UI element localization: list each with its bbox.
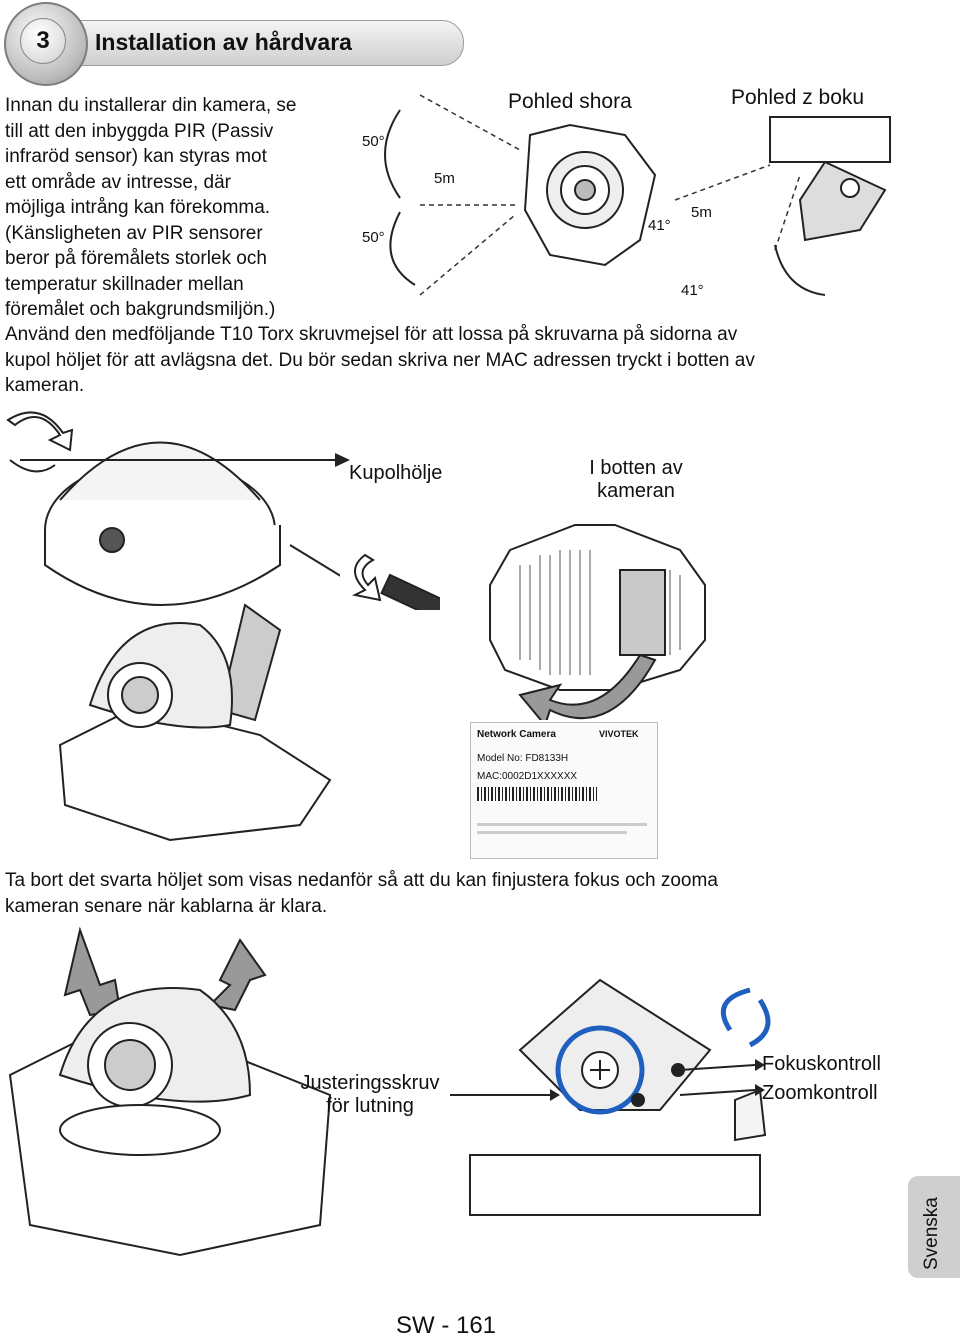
intro-line: möjliga intrång kan förekomma. xyxy=(5,197,271,218)
tilt-screw-label: Justeringsskruv för lutning xyxy=(290,1072,450,1118)
side-view-label: Pohled z boku xyxy=(731,86,864,109)
tilt-screw-pointer xyxy=(450,1089,560,1101)
dome-removal-illustration xyxy=(6,411,340,842)
camera-bottom-label-line-1: I botten av xyxy=(589,457,683,479)
instruction-paragraph-1: Använd den medföljande T10 Torx skruvmej… xyxy=(5,322,905,399)
up-arrow-icon xyxy=(207,938,267,1012)
camera-bottom-illustration xyxy=(489,524,706,720)
intro-line: infraröd sensor) kan styras mot xyxy=(5,146,267,167)
angle-bottom-label: 50° xyxy=(362,229,385,246)
mac-label-brand: VIVOTEK xyxy=(599,729,639,739)
intro-line: temperatur skillnader mellan xyxy=(5,273,244,295)
angle-arc-bottom xyxy=(389,211,416,286)
focus-zoom-illustration xyxy=(469,978,771,1216)
instruction-paragraph-2: Ta bort det svarta höljet som visas neda… xyxy=(5,868,905,919)
barcode xyxy=(477,787,597,801)
top-view-label: Pohled shora xyxy=(508,90,632,113)
intro-line: till att den inbyggda PIR (Passiv xyxy=(5,120,274,142)
paragraph-line: Ta bort det svarta höljet som visas neda… xyxy=(5,870,718,891)
fine-print xyxy=(477,823,647,826)
tilt-screw-label-line-2: för lutning xyxy=(326,1095,414,1117)
angle-side-label-1: 41° xyxy=(648,217,671,234)
section-title: Installation av hårdvara xyxy=(95,29,352,55)
camera-bottom-label-line-2: kameran xyxy=(597,480,675,502)
camera-side-view xyxy=(769,116,891,296)
tilt-screw-label-line-1: Justeringsskruv xyxy=(300,1072,440,1094)
language-tab xyxy=(908,1176,960,1278)
paragraph-line: kupol höljet för att avlägsna det. Du bö… xyxy=(5,349,755,371)
focus-zoom-rotate-icon xyxy=(720,987,751,1032)
focus-control-label: Fokuskontroll xyxy=(762,1053,881,1075)
mac-label-title: Network Camera xyxy=(477,729,556,740)
intro-text: Innan du installerar din kamera, se till… xyxy=(5,93,350,323)
mac-label-mac: MAC:0002D1XXXXXX xyxy=(477,771,578,782)
intro-line: (Känsligheten av PIR sensorer xyxy=(5,222,263,244)
intro-line: ett område av intresse, där xyxy=(5,171,231,193)
angle-top-label: 50° xyxy=(362,133,385,150)
paragraph-line: Använd den medföljande T10 Torx skruvmej… xyxy=(5,324,738,345)
tilt-rotate-icon xyxy=(555,1025,645,1115)
section-number: 3 xyxy=(20,18,66,64)
rotate-arrow-icon xyxy=(6,411,74,452)
dome-cover-pointer xyxy=(20,453,350,467)
rotate-arrow-icon xyxy=(351,553,382,602)
dome-cover-label: Kupolhölje xyxy=(349,462,443,484)
focus-zoom-pointers xyxy=(680,1059,765,1096)
language-tab-label: Svenska xyxy=(921,1197,942,1270)
intro-line: Innan du installerar din kamera, se xyxy=(5,95,297,116)
up-arrow-icon xyxy=(218,603,282,722)
mac-label-model: Model No: FD8133H xyxy=(477,753,569,764)
paragraph-line: kameran senare när kablarna är klara. xyxy=(5,895,328,917)
distance-side-label: 5m xyxy=(691,204,712,221)
camera-top-view xyxy=(523,123,657,267)
distance-top-label: 5m xyxy=(434,170,455,187)
page-number: SW - 161 xyxy=(396,1312,497,1339)
mac-address-label: Network Camera VIVOTEK Model No: FD8133H… xyxy=(470,722,658,859)
angle-side-label-2: 41° xyxy=(681,282,704,299)
zoom-control-label: Zoomkontroll xyxy=(762,1082,878,1104)
intro-line: beror på föremålets storlek och xyxy=(5,248,267,269)
paragraph-line: kameran. xyxy=(5,375,85,396)
intro-line: föremålet och bakgrundsmiljön.) xyxy=(5,299,276,320)
angle-arc-top xyxy=(384,109,401,199)
fine-print xyxy=(477,831,627,834)
section-header-bar xyxy=(30,20,464,66)
screwdriver-illustration xyxy=(351,553,440,610)
camera-bottom-label: I botten av kameran xyxy=(576,457,696,503)
camera-module-illustration xyxy=(8,926,332,1257)
down-arrow-icon xyxy=(518,653,657,720)
pir-detection-diagram: 50° 50° 5m Pohled shora Pohled z boku 5m… xyxy=(362,86,891,299)
